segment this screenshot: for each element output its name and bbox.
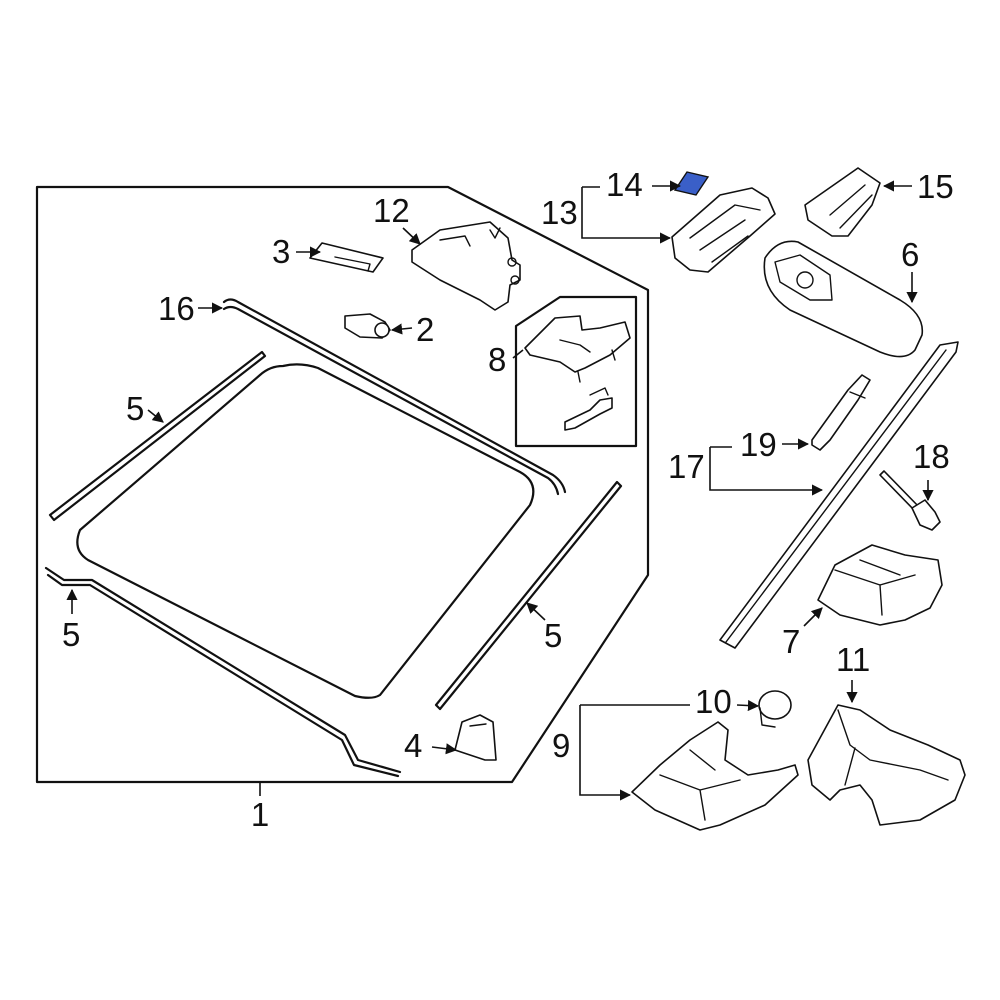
part-9-lower-cover: [631, 721, 799, 831]
part-8-pin: [564, 387, 613, 431]
part-8-box: [514, 295, 638, 448]
leader-7: [803, 607, 823, 627]
lower-molding: [44, 566, 402, 778]
part-6-mirror: [763, 240, 924, 358]
label-5-left: 5: [126, 390, 144, 427]
label-2: 2: [416, 311, 434, 348]
part-8-mount: [524, 315, 631, 383]
part-7-bracket: [817, 544, 943, 626]
leader-5-right: [526, 602, 546, 621]
label-9: 9: [552, 727, 570, 764]
leader-12: [402, 227, 421, 245]
part-3-label: [309, 242, 384, 273]
leader-17-bracket: [709, 446, 822, 490]
label-5-bottom: 5: [62, 616, 80, 653]
label-18: 18: [913, 438, 950, 475]
label-14: 14: [606, 166, 643, 203]
part-17-trim-strip: [719, 341, 959, 649]
part-11-lower-housing: [807, 704, 966, 826]
leader-13-bracket: [581, 186, 670, 238]
label-4: 4: [404, 727, 422, 764]
part-15-cover: [804, 167, 881, 237]
leader-5-left: [147, 409, 164, 423]
left-side-molding: [48, 350, 267, 522]
part-4-cover: [454, 714, 497, 761]
leader-9-bracket: [579, 704, 690, 795]
label-12: 12: [373, 192, 410, 229]
label-19: 19: [740, 426, 777, 463]
windshield-glass: [76, 363, 535, 699]
part-18-push-pin: [879, 470, 941, 531]
part-13-camera-housing: [671, 187, 776, 273]
label-16: 16: [158, 290, 195, 327]
label-3: 3: [272, 233, 290, 270]
label-8: 8: [488, 341, 506, 378]
label-7: 7: [782, 623, 800, 660]
part-12-bracket: [411, 221, 521, 311]
label-10: 10: [695, 683, 732, 720]
leader-2: [390, 323, 413, 335]
part-2-clip: [344, 313, 391, 339]
part-10-bushing: [758, 690, 792, 728]
label-11: 11: [836, 641, 870, 678]
leader-10: [736, 699, 760, 712]
label-13: 13: [541, 194, 578, 231]
top-molding: [222, 298, 567, 496]
label-5-right: 5: [544, 617, 562, 654]
label-17: 17: [668, 448, 705, 485]
part-14-pad-highlighted: [673, 171, 710, 196]
label-15: 15: [917, 168, 954, 205]
leader-8: [512, 349, 524, 359]
label-6: 6: [901, 236, 919, 273]
part-19-bracket: [811, 374, 871, 451]
label-1: 1: [251, 796, 269, 833]
assembly-boundary: [35, 185, 650, 784]
leader-4: [431, 743, 458, 755]
right-side-molding: [434, 480, 623, 711]
